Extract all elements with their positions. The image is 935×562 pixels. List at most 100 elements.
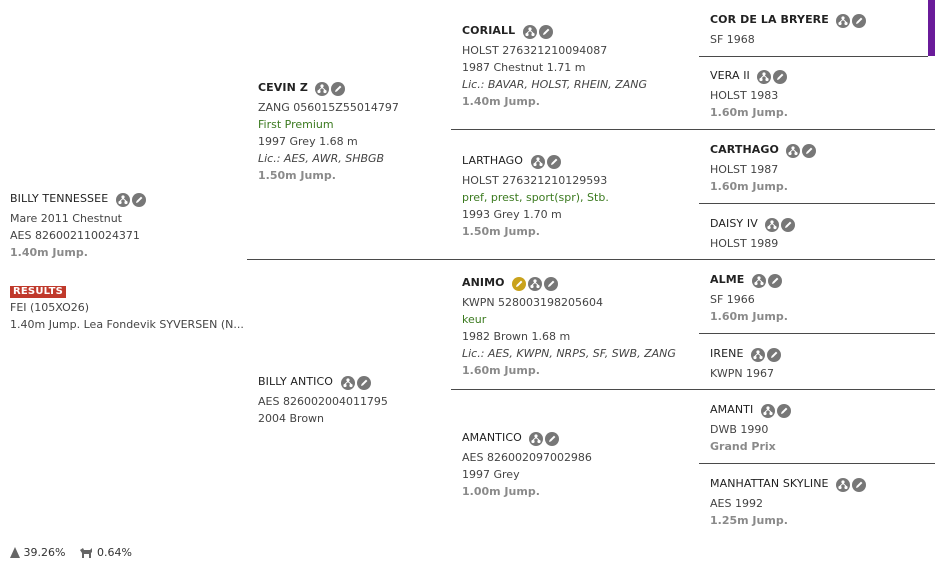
pedigree-icon[interactable] [760,404,775,418]
horse-performance: 1.60m Jump. [710,180,788,193]
subject-horse: BILLY TENNESSEE Mare 2011 Chestnut AES 8… [10,190,148,261]
subject-details: Mare 2011 Chestnut [10,212,122,225]
inbreeding-icon [10,547,20,562]
horse-performance: 1.60m Jump. [462,364,540,377]
grandsire-paternal-node: CORIALL HOLST 276321210094087 1987 Chest… [462,22,647,110]
results-entry[interactable]: 1.40m Jump. Lea Fondevik SYVERSEN (N... [10,318,244,331]
gen3-node-5: ALME SF 1966 1.60m Jump. [710,271,788,325]
edit-pencil-icon[interactable] [356,376,371,390]
horse-performance: 1.60m Jump. [710,106,788,119]
horse-name-link[interactable]: CORIALL [462,24,516,37]
horse-name-link[interactable]: IRENE [710,347,744,360]
horse-actions [751,348,783,365]
edit-pencil-icon[interactable] [852,14,867,28]
horse-registration: KWPN 1967 [710,367,775,380]
horse-performance: 1.50m Jump. [462,225,540,238]
horse-actions [836,14,868,31]
horse-name-link[interactable]: BILLY ANTICO [258,375,334,388]
horse-name-link[interactable]: ANIMO [462,276,505,289]
pedigree-icon[interactable] [530,155,545,169]
pedigree-icon[interactable] [757,70,772,84]
granddam-paternal-node: LARTHAGO HOLST 276321210129593 pref, pre… [462,152,609,240]
horse-performance: 1.40m Jump. [462,95,540,108]
accent-bar [928,0,935,56]
edit-pencil-icon[interactable] [781,218,796,232]
pedigree-icon[interactable] [315,82,330,96]
pedigree-icon[interactable] [528,277,543,291]
edit-pencil-icon[interactable] [802,144,817,158]
horse-details: 1982 Brown 1.68 m [462,330,571,343]
horse-licenses: Lic.: AES, AWR, SHBGB [258,152,385,165]
gen3-node-7: AMANTI DWB 1990 Grand Prix [710,401,793,455]
horse-registration: AES 826002004011795 [258,395,388,408]
horse-registration: DWB 1990 [710,423,769,436]
licensed-stallion-icon[interactable] [512,277,527,291]
edit-pencil-icon[interactable] [776,404,791,418]
horse-actions [786,144,818,161]
pedigree-icon[interactable] [836,14,851,28]
horse-name-link[interactable]: LARTHAGO [462,154,524,167]
pedigree-icon[interactable] [529,432,544,446]
pedigree-icon[interactable] [751,274,766,288]
horse-actions [751,274,784,291]
edit-pencil-icon[interactable] [331,82,346,96]
horse-actions [836,478,868,495]
horse-name-link[interactable]: CEVIN Z [258,81,308,94]
grandsire-maternal-node: ANIMO KWPN 528003198205604 keur 1982 Bro… [462,274,676,379]
pedigree-icon[interactable] [836,478,851,492]
pedigree-icon[interactable] [522,25,537,39]
horse-name-link[interactable]: BILLY TENNESSEE [10,192,109,205]
edit-pencil-icon[interactable] [852,478,867,492]
pedigree-icon[interactable] [751,348,766,362]
pedigree-icon[interactable] [115,193,130,207]
edit-pencil-icon[interactable] [544,277,559,291]
horse-details: 2004 Brown [258,412,325,425]
gen3-node-1: COR DE LA BRYERE SF 1968 [710,11,868,48]
horse-details: 1987 Chestnut 1.71 m [462,61,586,74]
horse-name-link[interactable]: ALME [710,273,745,286]
horse-name-link[interactable]: AMANTICO [462,431,522,444]
edit-pencil-icon[interactable] [131,193,146,207]
divider-gen2-a [451,129,935,130]
horse-registration: AES 1992 [710,497,763,510]
horse-blood-icon [79,547,93,562]
horse-registration: HOLST 1987 [710,163,779,176]
horse-details: 1997 Grey 1.68 m [258,135,358,148]
horse-performance: 1.60m Jump. [710,310,788,323]
horse-registration: ZANG 056015Z55014797 [258,101,399,114]
gen3-node-6: IRENE KWPN 1967 [710,345,783,382]
horse-name-link[interactable]: COR DE LA BRYERE [710,13,829,26]
divider-gen2-b [451,389,935,390]
divider-gen3-a [699,56,928,57]
edit-pencil-icon[interactable] [767,348,782,362]
gen3-node-4: DAISY IV HOLST 1989 [710,215,797,252]
blood-value: 0.64% [96,546,132,559]
pedigree-icon[interactable] [786,144,801,158]
horse-actions [757,70,789,87]
horse-registration: HOLST 1983 [710,89,779,102]
results-competition: FEI (105XO26) [10,301,90,314]
horse-predicate: First Premium [258,118,334,131]
results-badge[interactable]: RESULTS [10,286,66,298]
divider-gen3-d [699,463,935,464]
edit-pencil-icon[interactable] [538,25,553,39]
edit-pencil-icon[interactable] [767,274,782,288]
pedigree-icon[interactable] [340,376,355,390]
pedigree-icon[interactable] [765,218,780,232]
horse-registration: HOLST 276321210129593 [462,174,608,187]
horse-name-link[interactable]: MANHATTAN SKYLINE [710,477,829,490]
horse-name-link[interactable]: DAISY IV [710,217,758,230]
edit-pencil-icon[interactable] [773,70,788,84]
horse-name-link[interactable]: CARTHAGO [710,143,779,156]
edit-pencil-icon[interactable] [545,432,560,446]
horse-name-link[interactable]: VERA II [710,69,750,82]
horse-name-link[interactable]: AMANTI [710,403,754,416]
horse-licenses: Lic.: AES, KWPN, NRPS, SF, SWB, ZANG [462,347,676,360]
horse-registration: SF 1968 [710,33,755,46]
horse-actions [530,155,563,172]
edit-pencil-icon[interactable] [546,155,561,169]
horse-registration: SF 1966 [710,293,755,306]
granddam-maternal-node: AMANTICO AES 826002097002986 1997 Grey 1… [462,429,592,500]
horse-licenses: Lic.: BAVAR, HOLST, RHEIN, ZANG [462,78,647,91]
horse-performance: 1.50m Jump. [258,169,336,182]
